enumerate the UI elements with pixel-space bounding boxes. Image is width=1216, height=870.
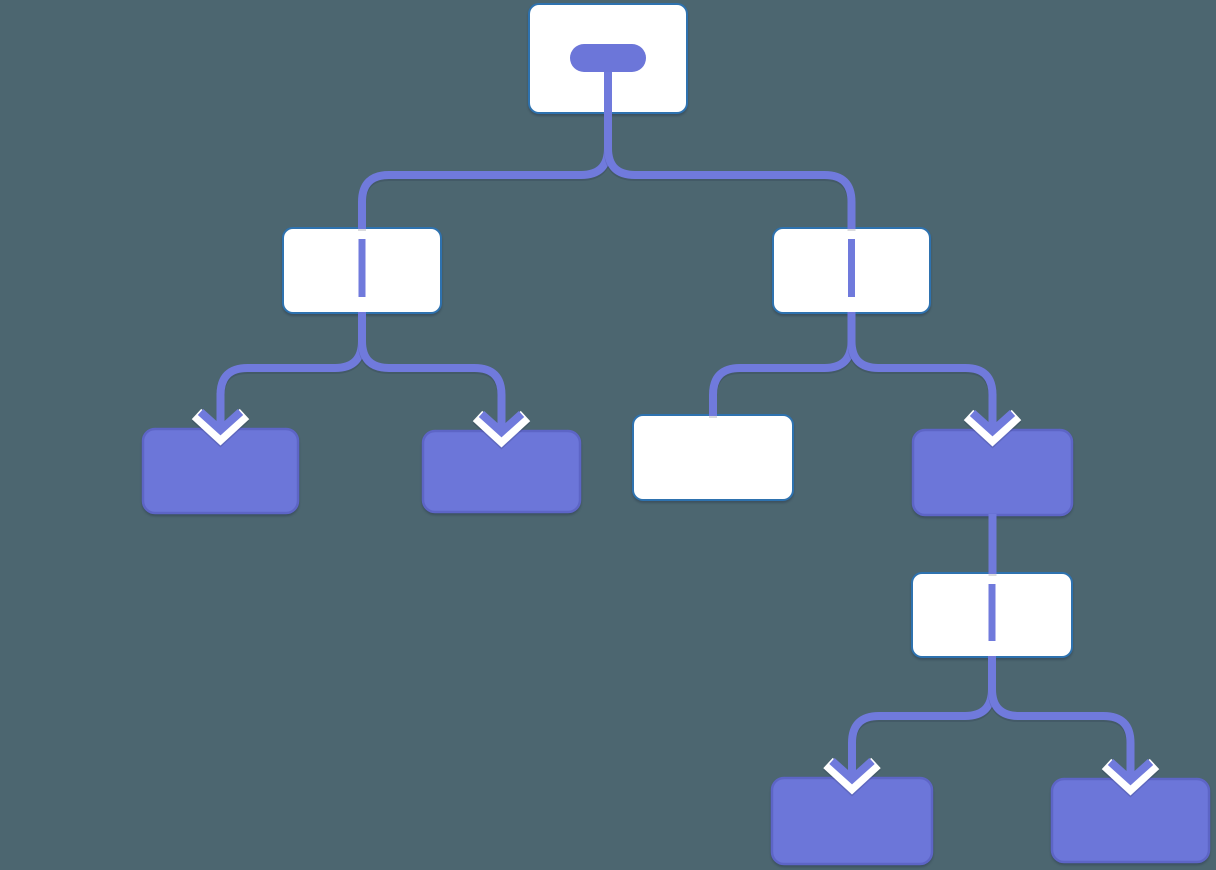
connector-line	[604, 72, 856, 229]
divider-bar-icon	[358, 239, 366, 297]
arrowhead-double-chevron-icon	[197, 409, 244, 436]
arrowhead-double-chevron-icon	[969, 410, 1016, 437]
arrowhead-double-chevron-icon	[1107, 759, 1154, 786]
connector-split-bottom-to-action-4[interactable]	[823, 656, 996, 795]
split-node-bottom[interactable]	[911, 572, 1073, 658]
arrowhead-casing-icon	[191, 408, 250, 446]
connector-line	[709, 312, 856, 416]
connector-split-right-to-empty[interactable]	[709, 312, 856, 416]
connector-split-left-to-action-1[interactable]	[191, 312, 366, 446]
divider-bar-icon	[988, 584, 996, 641]
connector-line	[988, 656, 1135, 780]
arrowhead-double-chevron-icon	[478, 411, 525, 438]
divider-bar-icon	[848, 239, 855, 297]
connector-split-left-to-action-2[interactable]	[358, 312, 531, 448]
connector-split-bottom-to-action-5[interactable]	[988, 656, 1160, 796]
connector-start-to-split-right[interactable]	[604, 72, 856, 229]
start-node[interactable]	[528, 3, 688, 114]
start-pill-icon	[570, 44, 646, 72]
arrowhead-double-chevron-icon	[829, 758, 875, 785]
arrowhead-casing-icon	[963, 409, 1022, 447]
arrowhead-casing-icon	[823, 757, 881, 795]
connector-split-right-to-action-3[interactable]	[847, 312, 1022, 447]
split-node-right[interactable]	[772, 227, 931, 314]
connector-line	[847, 312, 997, 431]
split-node-left[interactable]	[282, 227, 442, 314]
arrowhead-casing-icon	[472, 410, 531, 448]
arrowhead-casing-icon	[1101, 758, 1160, 796]
connector-line	[358, 312, 506, 432]
empty-node-body	[632, 414, 794, 501]
empty-node[interactable]	[632, 414, 794, 501]
